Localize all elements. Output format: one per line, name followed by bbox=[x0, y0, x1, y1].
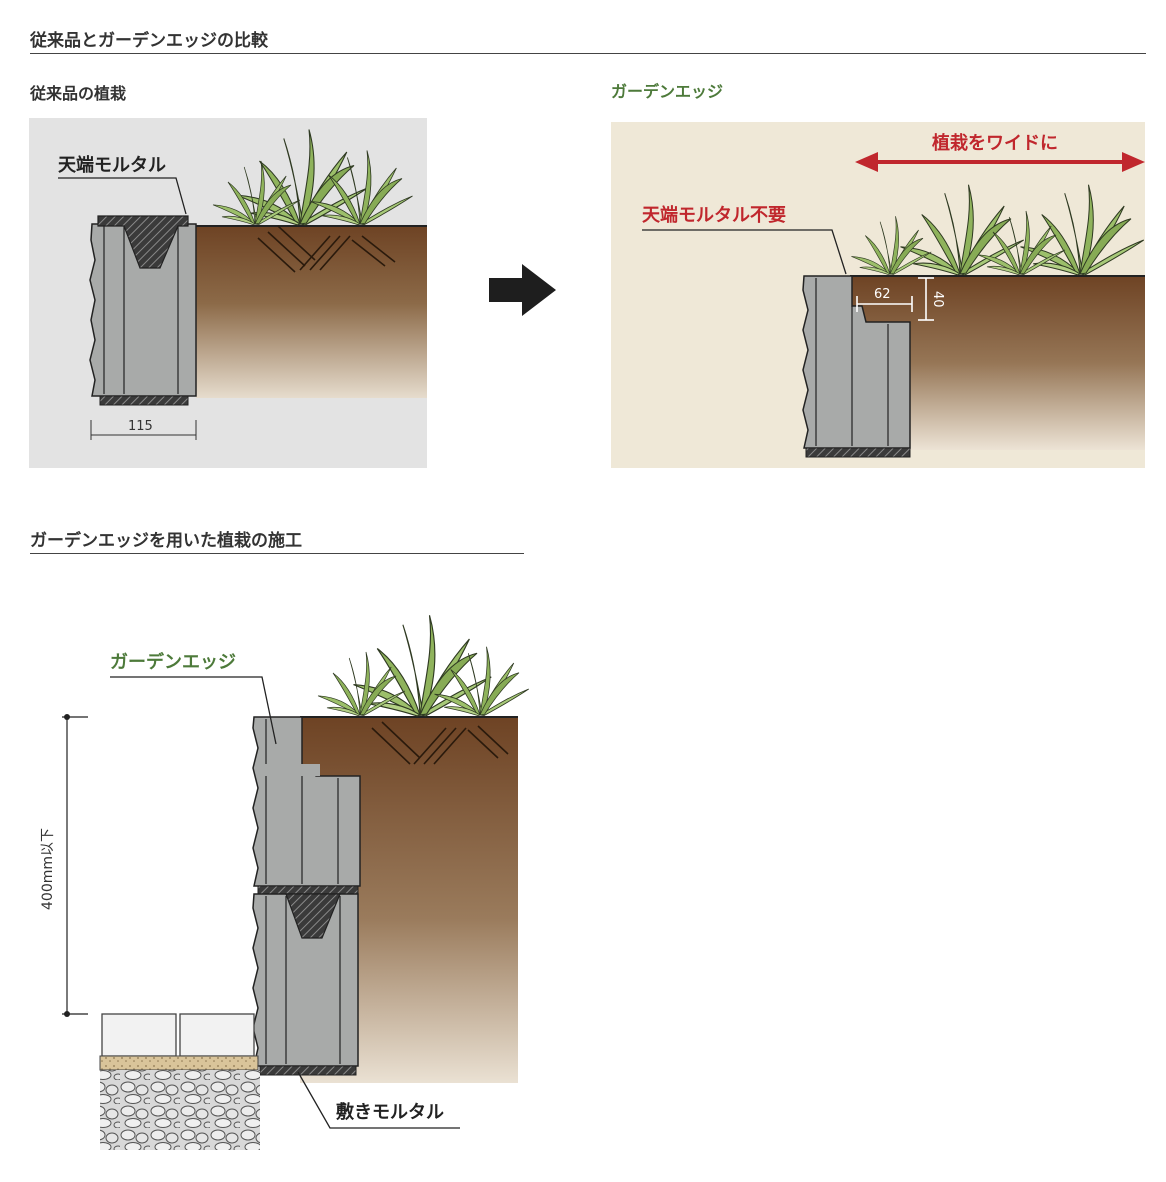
dimension-lines bbox=[856, 277, 934, 321]
soil-hatch bbox=[257, 225, 396, 273]
garden-edge-subtitle: ガーデンエッジ bbox=[611, 82, 724, 101]
label-400mm: 400mm以下 bbox=[40, 828, 56, 910]
v-mortar bbox=[285, 893, 341, 939]
label-bed-mortar: 敷きモルタル bbox=[336, 1101, 444, 1123]
garden-edge-diagram: 62 40 植栽をワイドに 天端モルタル不要 bbox=[611, 122, 1145, 468]
conventional-block bbox=[89, 215, 197, 406]
garden-edge-block bbox=[252, 716, 361, 887]
base-mortar bbox=[99, 395, 189, 406]
height-dimension bbox=[62, 714, 88, 1017]
conventional-diagram: 天端モルタル 115 bbox=[29, 118, 427, 468]
dimension-115: 115 bbox=[90, 419, 197, 440]
soil bbox=[196, 226, 427, 398]
section2-title: ガーデンエッジを用いた植栽の施工 bbox=[30, 531, 302, 551]
plant-icon bbox=[317, 614, 530, 717]
garden-edge-block bbox=[802, 275, 911, 458]
section1-rule bbox=[30, 53, 1146, 54]
gravel-layer bbox=[100, 1070, 260, 1150]
dimension-62-label: 62 bbox=[874, 287, 891, 302]
top-mortar bbox=[97, 215, 189, 269]
label-wide-planting: 植栽をワイドに bbox=[932, 132, 1058, 154]
wide-arrow bbox=[855, 152, 1145, 172]
dimension-40-label: 40 bbox=[930, 291, 945, 308]
arrow-right-icon bbox=[489, 264, 556, 316]
construction-diagram: 400mm以下 ガーデンエッジ 敷きモルタル bbox=[40, 614, 530, 1150]
section2-rule bbox=[30, 553, 524, 554]
conventional-subtitle: 従来品の植栽 bbox=[30, 84, 127, 103]
base-mortar bbox=[805, 447, 911, 458]
dimension-115-label: 115 bbox=[128, 419, 153, 434]
paving-slab bbox=[179, 1013, 255, 1057]
label-garden-edge: ガーデンエッジ bbox=[110, 651, 236, 673]
label-no-top-mortar: 天端モルタル不要 bbox=[642, 205, 786, 226]
bed-mortar bbox=[259, 1065, 357, 1076]
label-top-mortar: 天端モルタル bbox=[58, 155, 166, 176]
lower-block bbox=[252, 893, 359, 1067]
sand-layer bbox=[99, 1055, 259, 1071]
joint-mortar bbox=[257, 885, 359, 895]
section1-title: 従来品とガーデンエッジの比較 bbox=[30, 31, 268, 51]
paving-slab bbox=[101, 1013, 177, 1057]
soil-hatch bbox=[371, 721, 509, 765]
